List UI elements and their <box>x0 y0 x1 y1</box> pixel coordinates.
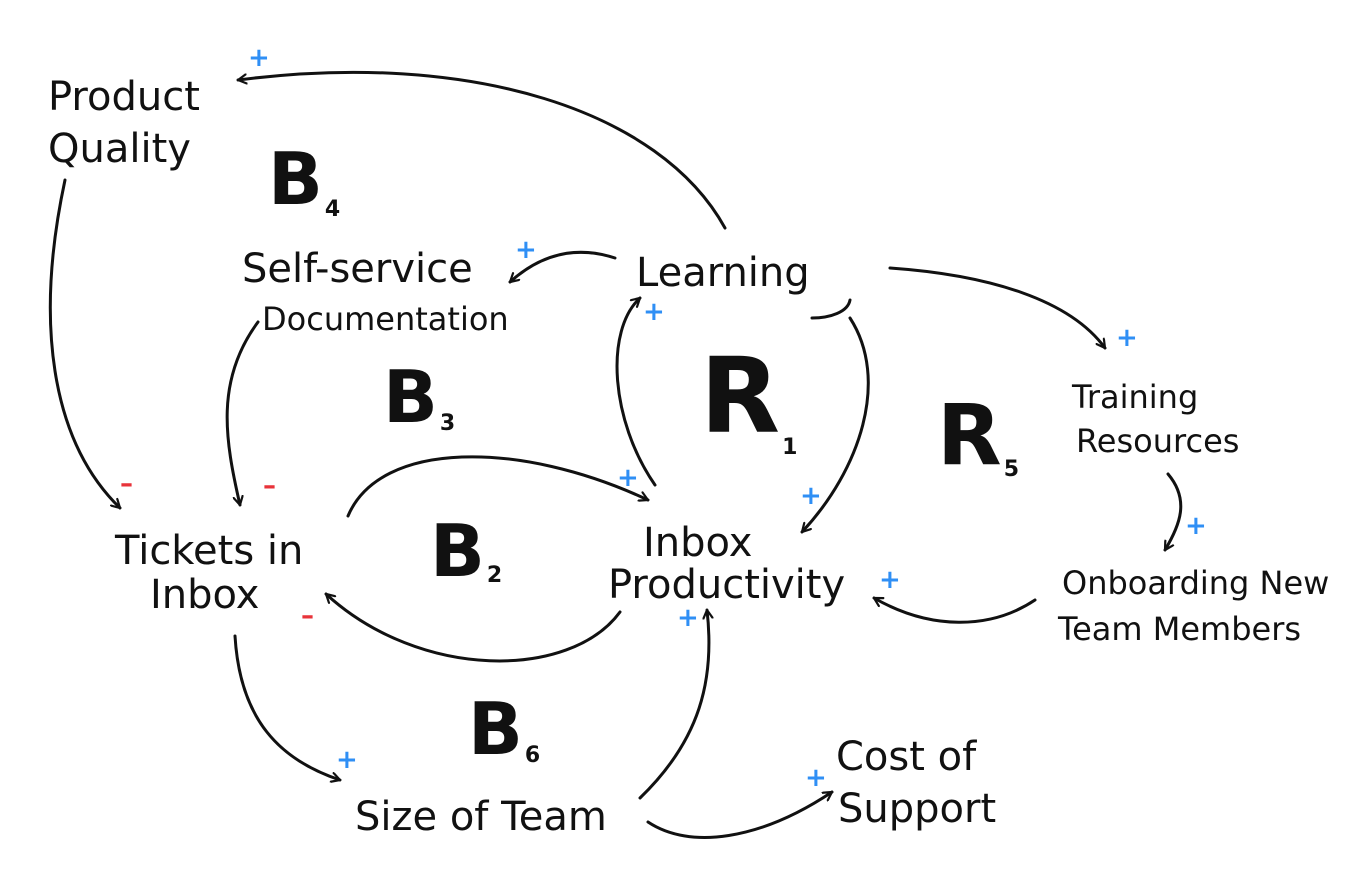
loop-b2: B2 <box>430 509 502 593</box>
loop-b2-number: 2 <box>487 563 502 588</box>
node-productivity-line2: Productivity <box>608 562 845 608</box>
link-product-quality-to-tickets <box>48 178 122 510</box>
link-onboarding-to-productivity <box>872 596 1037 624</box>
polarity-plus-onboarding: + <box>1185 511 1207 541</box>
node-self-service-line1: Self-service <box>242 246 473 292</box>
link-size-team-to-cost <box>646 790 834 839</box>
link-size-team-to-productivity <box>638 608 709 800</box>
node-inbox-productivity: Inbox Productivity <box>608 520 845 608</box>
loop-b2-letter: B <box>430 509 485 593</box>
polarity-plus-productivity-from-tickets: + <box>617 463 639 493</box>
node-training-resources: Training Resources <box>1071 378 1239 460</box>
polarity-plus-productivity-from-onboarding: + <box>879 565 901 595</box>
polarity-plus-cost: + <box>805 763 827 793</box>
node-cost-of-support: Cost of Support <box>836 734 996 832</box>
loop-b6: B6 <box>468 687 540 771</box>
node-product-quality: Product Quality <box>48 74 213 172</box>
link-learning-hook <box>810 298 852 320</box>
loop-b4-number: 4 <box>325 197 340 222</box>
node-tickets-in-inbox: Tickets in Inbox <box>114 528 316 618</box>
link-productivity-to-tickets <box>324 592 622 663</box>
polarity-plus-self-service: + <box>515 235 537 265</box>
loop-r1-letter: R <box>700 335 780 457</box>
link-learning-to-training <box>888 266 1107 350</box>
polarity-plus-size-team: + <box>336 745 358 775</box>
loop-r5-number: 5 <box>1004 457 1019 482</box>
polarity-plus-learning: + <box>643 297 665 327</box>
link-learning-to-self-service <box>508 250 617 284</box>
node-onboarding-line1: Onboarding New <box>1062 564 1329 602</box>
loop-r5: R5 <box>937 386 1019 484</box>
polarity-minus-tickets-from-docs: – <box>263 471 276 501</box>
node-product-quality-line1: Product <box>48 74 200 120</box>
polarity-plus-product-quality: + <box>248 43 270 73</box>
node-onboarding-line2: Team Members <box>1057 610 1301 648</box>
polarity-plus-training: + <box>1116 323 1138 353</box>
loop-b4-letter: B <box>268 137 323 221</box>
loop-r1-number: 1 <box>782 435 797 460</box>
link-tickets-to-size-team <box>233 634 342 780</box>
polarity-minus-tickets-from-productivity: – <box>301 601 314 631</box>
link-productivity-to-learning <box>615 296 657 487</box>
loop-r1: R1 <box>700 335 797 460</box>
loop-b4: B4 <box>268 137 340 222</box>
link-self-service-to-tickets <box>225 320 260 507</box>
node-self-service-line2: Documentation <box>262 300 509 338</box>
node-productivity-line1: Inbox <box>643 520 752 566</box>
loop-b3: B3 <box>383 355 455 439</box>
node-training-line1: Training <box>1071 378 1198 416</box>
node-learning: Learning <box>636 250 810 296</box>
node-onboarding-new-team-members: Onboarding New Team Members <box>1057 564 1340 648</box>
loop-b6-letter: B <box>468 687 523 771</box>
link-tickets-to-productivity <box>346 455 650 518</box>
link-learning-to-product-quality <box>236 70 727 230</box>
polarity-plus-productivity-from-learning: + <box>800 481 822 511</box>
loop-r5-letter: R <box>937 386 1002 484</box>
loop-b3-number: 3 <box>440 411 455 436</box>
node-cost-line1: Cost of <box>836 734 977 780</box>
node-self-service-documentation: Self-service Documentation <box>242 246 509 338</box>
link-learning-to-productivity <box>800 316 870 534</box>
node-cost-line2: Support <box>838 786 996 832</box>
node-product-quality-line2: Quality <box>48 126 191 172</box>
loop-b3-letter: B <box>383 355 438 439</box>
polarity-minus-tickets-from-quality: – <box>120 469 133 499</box>
loop-b6-number: 6 <box>525 743 540 768</box>
link-training-to-onboarding <box>1163 472 1183 552</box>
polarity-plus-productivity-from-team: + <box>677 603 699 633</box>
node-training-line2: Resources <box>1076 422 1239 460</box>
node-tickets-line2: Inbox <box>150 572 259 618</box>
node-tickets-line1: Tickets in <box>114 528 303 574</box>
node-size-of-team: Size of Team <box>355 794 607 840</box>
